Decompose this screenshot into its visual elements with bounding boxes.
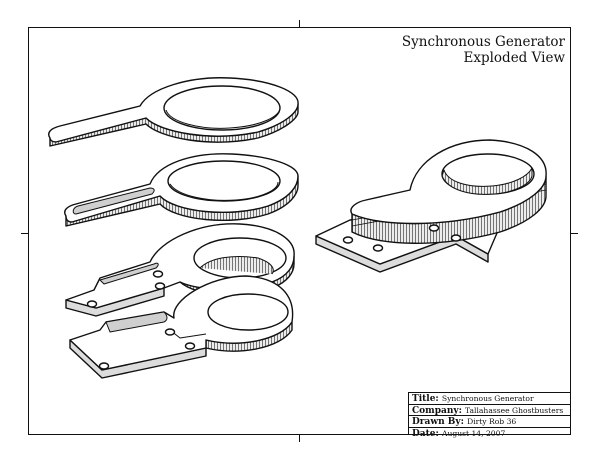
- border-tick-top: [299, 20, 300, 27]
- drawn-by-row: Drawn By: Dirty Rob 36: [409, 416, 571, 428]
- title-row: Title: Synchronous Generator: [409, 393, 571, 405]
- drawn-by-value: Dirty Rob 36: [467, 417, 517, 426]
- plate-1-long-tab-ring: [48, 77, 299, 147]
- drawing-border: [28, 27, 571, 435]
- plate-4-base-ring: [69, 275, 294, 379]
- drawing-heading-line1: Synchronous Generator: [401, 34, 565, 50]
- plate-2-slotted-ring: [64, 153, 299, 227]
- date-label: Date:: [412, 428, 442, 439]
- date-row: Date: August 14, 2007: [409, 428, 571, 439]
- company-value: Tallahassee Ghostbusters: [465, 405, 564, 415]
- border-tick-bottom: [299, 435, 300, 442]
- company-row: Company: Tallahassee Ghostbusters: [409, 405, 571, 416]
- assembled-generator-stack: [315, 139, 547, 273]
- drawn-by-label: Drawn By:: [412, 417, 468, 427]
- company-label: Company:: [412, 405, 466, 416]
- title-value: Synchronous Generator: [441, 394, 534, 403]
- date-value: August 14, 2007: [441, 428, 506, 438]
- border-tick-right: [571, 233, 578, 234]
- title-block: Title: Synchronous Generator Company: Ta…: [408, 392, 571, 438]
- border-tick-left: [21, 233, 28, 234]
- drawing-heading-line2: Exploded View: [463, 50, 566, 66]
- title-label: Title:: [412, 394, 442, 404]
- drawing-heading: Synchronous Generator Exploded View: [402, 34, 565, 66]
